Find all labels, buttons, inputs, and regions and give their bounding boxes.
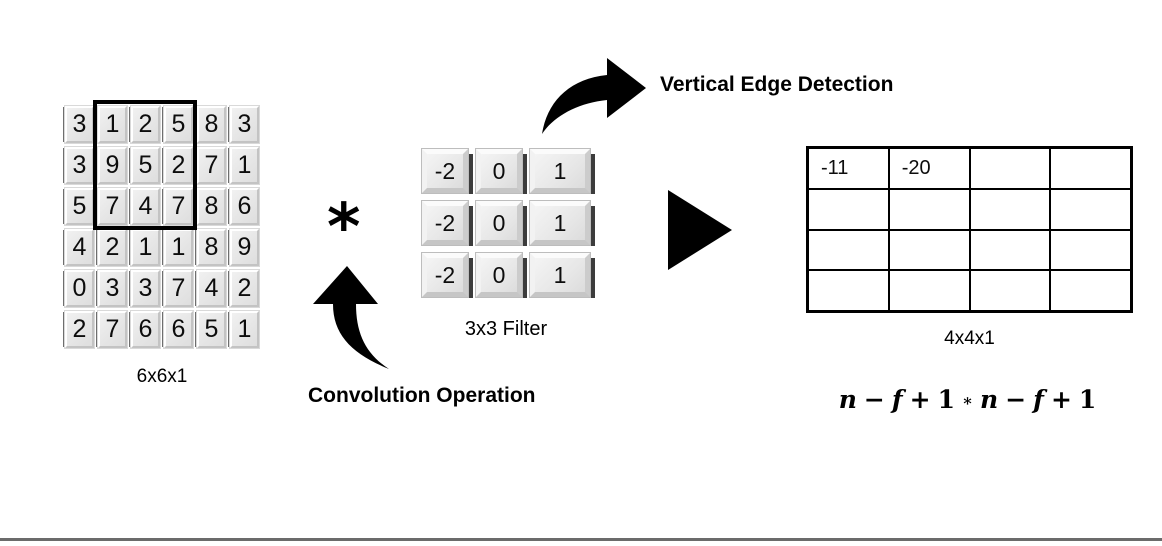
grid-cell: -11 <box>808 148 889 189</box>
grid-cell: 7 <box>164 188 193 225</box>
formula-term: + <box>909 385 932 414</box>
grid-cell: -2 <box>422 201 468 245</box>
formula-term: f <box>1033 385 1045 414</box>
grid-cell <box>1050 188 1131 230</box>
grid-cell: 1 <box>230 311 259 348</box>
grid-cell: 7 <box>98 311 127 348</box>
curved-up-arrow-icon <box>313 266 389 369</box>
grid-cell: 2 <box>230 270 259 307</box>
grid-cell: 7 <box>164 270 193 307</box>
grid-cell <box>808 229 889 271</box>
grid-cell <box>888 188 970 230</box>
formula-term: − <box>1005 385 1028 414</box>
output-size-formula: n−f+1∗n−f+1 <box>790 385 1146 414</box>
grid-cell: -20 <box>888 148 970 189</box>
formula-term: 1 <box>1078 385 1098 414</box>
grid-cell: 2 <box>65 311 94 348</box>
grid-cell: 6 <box>230 188 259 225</box>
grid-cell: 2 <box>164 147 193 184</box>
filter-matrix-label: 3x3 Filter <box>464 318 548 340</box>
output-matrix: -11-20 <box>806 146 1133 313</box>
grid-cell: 1 <box>230 147 259 184</box>
formula-term: f <box>891 385 904 414</box>
grid-cell: 4 <box>197 270 226 307</box>
formula-term: n <box>838 385 858 414</box>
formula-term: n <box>980 385 1000 414</box>
grid-cell: 3 <box>98 270 127 307</box>
grid-cell: -2 <box>422 253 468 297</box>
grid-cell: 3 <box>230 106 259 143</box>
grid-cell: 3 <box>65 147 94 184</box>
convolution-operator-symbol: * <box>327 191 361 265</box>
grid-cell: 4 <box>65 229 94 266</box>
grid-cell <box>1050 148 1131 189</box>
grid-cell: 1 <box>164 229 193 266</box>
grid-cell: 8 <box>197 229 226 266</box>
grid-cell <box>969 270 1051 311</box>
grid-cell <box>969 148 1051 189</box>
grid-cell: 7 <box>98 188 127 225</box>
grid-cell: 0 <box>476 201 522 245</box>
grid-cell: 1 <box>530 253 590 297</box>
grid-cell: 2 <box>131 106 160 143</box>
right-triangle-arrow-icon <box>668 190 732 270</box>
grid-cell <box>888 270 970 311</box>
grid-cell: 0 <box>476 253 522 297</box>
grid-cell: 9 <box>230 229 259 266</box>
grid-cell <box>808 188 889 230</box>
grid-cell: 1 <box>530 149 590 193</box>
formula-term: 1 <box>937 385 956 414</box>
curved-right-arrow-icon <box>542 58 646 134</box>
grid-cell: 0 <box>65 270 94 307</box>
grid-cell: 3 <box>65 106 94 143</box>
grid-cell: 9 <box>98 147 127 184</box>
grid-cell: 5 <box>131 147 160 184</box>
grid-cell: 1 <box>530 201 590 245</box>
grid-cell: 5 <box>65 188 94 225</box>
vertical-edge-detection-label: Vertical Edge Detection <box>660 73 894 96</box>
grid-cell: 0 <box>476 149 522 193</box>
formula-term: + <box>1050 385 1073 414</box>
grid-cell: 2 <box>98 229 127 266</box>
grid-cell: 6 <box>131 311 160 348</box>
grid-cell: 5 <box>164 106 193 143</box>
output-matrix-label: 4x4x1 <box>944 328 995 349</box>
grid-cell: 5 <box>197 311 226 348</box>
grid-cell <box>1050 229 1131 271</box>
grid-cell: 1 <box>131 229 160 266</box>
grid-cell: 6 <box>164 311 193 348</box>
grid-cell: 7 <box>197 147 226 184</box>
formula-asterisk: ∗ <box>961 391 975 410</box>
grid-cell <box>888 229 970 271</box>
grid-cell <box>969 229 1051 271</box>
grid-cell <box>1050 270 1131 311</box>
grid-cell: 4 <box>131 188 160 225</box>
grid-cell: 8 <box>197 106 226 143</box>
convolution-operation-label: Convolution Operation <box>308 384 536 407</box>
grid-cell: -2 <box>422 149 468 193</box>
grid-cell: 3 <box>131 270 160 307</box>
grid-cell <box>808 270 889 311</box>
formula-term: − <box>863 385 886 414</box>
grid-cell: 1 <box>98 106 127 143</box>
grid-cell: 8 <box>197 188 226 225</box>
slide-footer-divider <box>0 538 1162 541</box>
grid-cell <box>969 188 1051 230</box>
input-matrix-label: 6x6x1 <box>136 366 188 387</box>
